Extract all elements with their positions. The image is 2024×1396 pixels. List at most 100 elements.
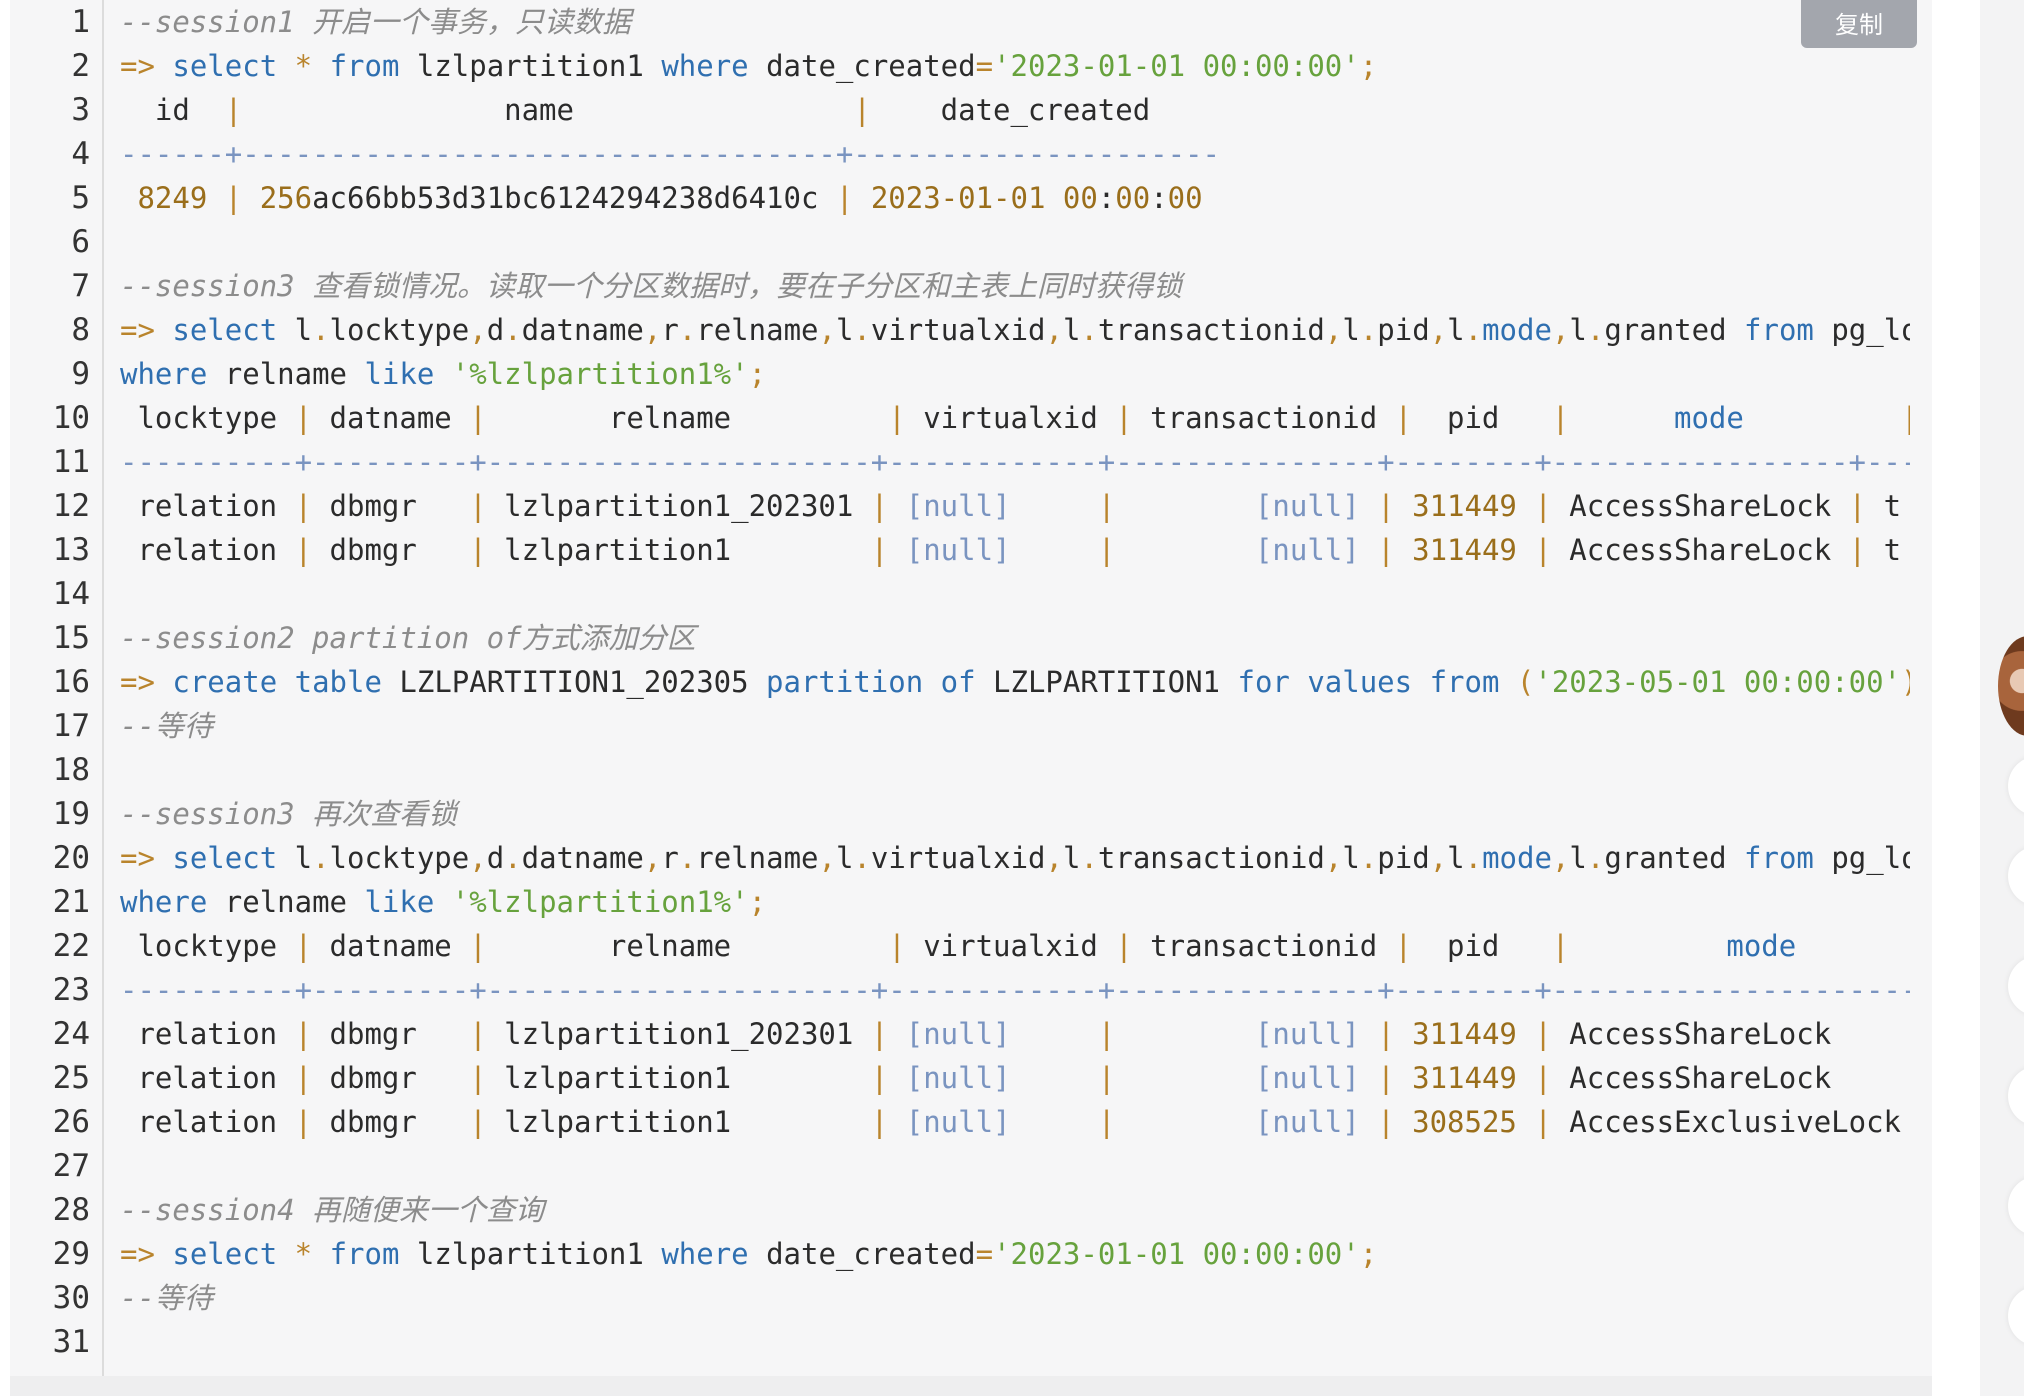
line-number: 13 (52, 532, 90, 568)
code-content: --session1 开启一个事务，只读数据=> select * from l… (120, 0, 1910, 1376)
code-token: , (643, 313, 662, 347)
code-token: | (1097, 1017, 1116, 1051)
horizontal-scrollbar[interactable] (10, 1376, 1932, 1396)
code-token: select (172, 1237, 278, 1271)
code-line: --等待 (120, 704, 1910, 748)
code-token: | (469, 489, 487, 523)
code-token: where (120, 357, 208, 391)
side-action-button[interactable] (2008, 1286, 2024, 1346)
code-token: create (172, 665, 278, 699)
code-token: virtualxid (905, 401, 1116, 435)
code-token: [null] (905, 489, 1011, 523)
code-line: ----------+---------+-------------------… (120, 968, 1910, 1012)
code-line: --session3 查看锁情况。读取一个分区数据时，要在子分区和主表上同时获得… (120, 264, 1910, 308)
code-token: '%lzlpartition1%' (451, 357, 749, 391)
code-token (1412, 665, 1429, 699)
code-token: transactionid (1097, 313, 1325, 347)
code-token: ; (1359, 49, 1378, 83)
copy-button[interactable]: 复制 (1801, 0, 1917, 48)
code-token: AccessShareLock (1551, 489, 1849, 523)
code-token: | (1534, 1017, 1552, 1051)
code-token (1744, 401, 1901, 435)
code-token: l (1062, 313, 1081, 347)
side-action-button[interactable] (2008, 1176, 2024, 1236)
code-token: relname (696, 313, 819, 347)
code-line (120, 1144, 1910, 1188)
side-action-button[interactable] (2008, 1066, 2024, 1126)
code-token: 311449 (1394, 489, 1535, 523)
code-line: --等待 (120, 1276, 1910, 1320)
code-token (434, 885, 451, 919)
code-token: 00 (1167, 181, 1203, 215)
code-token: pid (1377, 841, 1430, 875)
code-token: lzlpartition1 (399, 1237, 662, 1271)
code-token: , (469, 313, 487, 347)
code-token: --session2 partition of方式添加分区 (120, 621, 696, 655)
code-token: | (1394, 401, 1413, 435)
line-number: 19 (52, 796, 90, 832)
code-token: granted (1604, 841, 1745, 875)
code-token: select (172, 841, 278, 875)
code-token: --session4 再随便来一个查询 (120, 1193, 545, 1227)
code-token: . (312, 841, 330, 875)
code-token: '2023-05-01 00:00:00' (1534, 665, 1902, 699)
code-line: 8249 | 256ac66bb53d31bc6124294238d6410c … (120, 176, 1910, 220)
code-token: relname (207, 885, 365, 919)
code-line: locktype | datname | relname | virtualxi… (120, 396, 1910, 440)
code-token: [null] (905, 1017, 1011, 1051)
code-line: => select * from lzlpartition1 where dat… (120, 1232, 1910, 1276)
code-token: virtualxid (870, 313, 1046, 347)
code-token (1115, 489, 1255, 523)
code-token: | (1394, 929, 1413, 963)
code-token: mode (1726, 929, 1797, 963)
code-token: datname (312, 929, 470, 963)
code-token: of (940, 665, 976, 699)
code-token: => (120, 1237, 173, 1271)
code-token (1115, 533, 1255, 567)
code-token: ac66bb53d31bc6124294238d6410c (312, 181, 836, 215)
code-token: mode (1482, 841, 1552, 875)
code-token: ------+---------------------------------… (120, 137, 1220, 171)
code-token: '2023-01-01 00:00:00' (993, 49, 1360, 83)
line-number: 7 (71, 268, 90, 304)
code-token: '%lzlpartition1%' (451, 885, 749, 919)
code-token: relation (120, 1017, 295, 1051)
code-token: relname (207, 357, 365, 391)
code-token: locktype (120, 401, 295, 435)
code-token: [null] (1254, 1017, 1360, 1051)
code-token: mode (1482, 313, 1552, 347)
code-token: [null] (1254, 489, 1360, 523)
page-left-margin (0, 0, 10, 1396)
code-token: where (120, 885, 208, 919)
code-token: | (1551, 929, 1570, 963)
code-token: | (294, 533, 313, 567)
code-token (1115, 1105, 1255, 1139)
side-action-button[interactable] (2008, 756, 2024, 816)
code-token: 256 (259, 181, 313, 215)
code-token: . (853, 313, 871, 347)
code-token: lzlpartition1 (486, 1061, 871, 1095)
code-line: --session4 再随便来一个查询 (120, 1188, 1910, 1232)
code-token: , (1045, 313, 1063, 347)
code-token: where (661, 1237, 749, 1271)
code-token: like (364, 357, 435, 391)
code-token: ; (748, 885, 767, 919)
line-number: 20 (52, 840, 90, 876)
side-action-button[interactable] (2008, 846, 2024, 906)
code-token (1360, 1061, 1377, 1095)
code-token: lzlpartition1 (399, 49, 662, 83)
side-action-button[interactable] (2008, 956, 2024, 1016)
code-token: AccessExclusiveLock (1551, 1105, 1910, 1139)
code-token (242, 181, 259, 215)
code-token: transactionid (1132, 401, 1395, 435)
code-token: lzlpartition1_202301 (486, 489, 871, 523)
code-token: id (120, 93, 225, 127)
code-token: [null] (905, 1061, 1011, 1095)
code-line: relation | dbmgr | lzlpartition1 | [null… (120, 528, 1910, 572)
code-token: virtualxid (905, 929, 1116, 963)
code-token: date_created (748, 1237, 976, 1271)
code-token: [null] (905, 1105, 1011, 1139)
code-token: . (678, 841, 697, 875)
code-token: | (469, 929, 487, 963)
